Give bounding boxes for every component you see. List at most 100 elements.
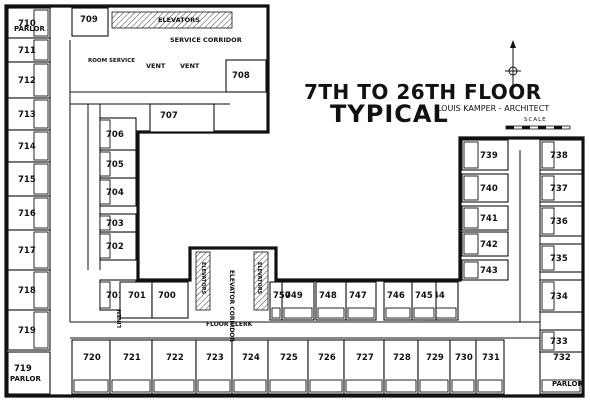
room-number: 738 (550, 151, 568, 161)
room-748: 748 (315, 281, 347, 321)
bathroom (419, 379, 449, 393)
bathroom (99, 233, 111, 259)
room-745: 745 (411, 281, 437, 321)
bathroom (463, 141, 479, 169)
rooms-layer: 7107117127137147157167177187197197017027… (7, 7, 583, 395)
room-704: 704 (99, 177, 137, 207)
bathroom (309, 379, 343, 393)
room-number: 745 (415, 291, 433, 301)
room-number: 749 (285, 291, 303, 301)
room-746: 746 (383, 281, 413, 321)
bathroom (541, 281, 555, 311)
room-outline (71, 7, 109, 37)
room-outline (151, 281, 189, 319)
corridor-east (519, 150, 541, 338)
elevators-label: ELEVATORS (256, 262, 262, 295)
parlor-label: PARLOR (14, 25, 45, 33)
room-number: 724 (242, 353, 260, 363)
bathroom (111, 379, 151, 393)
room-719: 719 (7, 309, 51, 351)
room-726: 726 (307, 339, 345, 395)
bathroom (153, 379, 195, 393)
building-outline (4, 4, 585, 398)
room-outline (149, 103, 215, 133)
room-number: 707 (160, 111, 178, 121)
bathroom (33, 131, 49, 161)
room-707: 707 (149, 103, 215, 133)
room-731: 731 (475, 339, 505, 395)
bathroom (541, 379, 581, 393)
bathroom (541, 331, 555, 351)
bathroom (197, 379, 231, 393)
room-734: 734 (539, 279, 583, 313)
bathroom (283, 307, 313, 319)
room-number: 734 (550, 292, 568, 302)
bathroom (33, 231, 49, 269)
room-716: 716 (7, 195, 51, 231)
room-717: 717 (7, 229, 51, 271)
room-702: 702 (99, 231, 137, 261)
elevator-corridor-label: ELEVATOR CORRIDOR (228, 270, 235, 342)
room-number: 704 (106, 188, 124, 198)
room-outline (225, 59, 267, 93)
linen-label: LINEN (117, 309, 123, 328)
room-number: 710 (18, 19, 36, 29)
bathroom (33, 99, 49, 129)
corridor-west (49, 40, 71, 322)
room-number: 719 (14, 364, 32, 374)
bathroom (385, 379, 417, 393)
bathroom (413, 307, 435, 319)
room-number: 737 (550, 184, 568, 194)
room-711: 711 (7, 37, 51, 63)
room-701: 701 (119, 281, 153, 319)
room-number: 733 (550, 337, 568, 347)
room-number: 740 (480, 184, 498, 194)
room-number: 700 (158, 291, 176, 301)
room-number: 741 (480, 214, 498, 224)
room-730: 730 (449, 339, 477, 395)
bathroom (33, 63, 49, 97)
bathroom (33, 9, 49, 37)
typical-title: TYPICAL (330, 100, 449, 128)
room-737: 737 (539, 173, 583, 203)
room-710: 710 (7, 7, 51, 39)
room-733: 733 (539, 329, 583, 353)
bathroom (385, 307, 411, 319)
bathroom (541, 141, 555, 169)
room-number: 703 (106, 219, 124, 229)
room-number: 725 (280, 353, 298, 363)
bathroom (347, 307, 375, 319)
room-727: 727 (343, 339, 385, 395)
bathroom (271, 307, 281, 319)
bathroom (99, 119, 111, 149)
room-number: 729 (426, 353, 444, 363)
room-number: 743 (480, 266, 498, 276)
room-number: 720 (83, 353, 101, 363)
room-number: 717 (18, 246, 36, 256)
room-738: 738 (539, 139, 583, 171)
bathroom (33, 271, 49, 309)
room-number: 747 (349, 291, 367, 301)
scale-bar (505, 125, 571, 130)
room-708: 708 (225, 59, 267, 93)
room-721: 721 (109, 339, 153, 395)
bathroom (99, 151, 111, 177)
parlor-label: PARLOR (552, 380, 583, 388)
room-number: 735 (550, 254, 568, 264)
room-741: 741 (461, 205, 509, 231)
corridor-inner-wing (87, 104, 101, 270)
room-749: 749 (281, 281, 315, 321)
room-number: 721 (123, 353, 141, 363)
bathroom (463, 233, 479, 255)
room-number: 730 (455, 353, 473, 363)
bathroom (33, 311, 49, 349)
room-number: 750 (273, 291, 291, 301)
room-705: 705 (99, 149, 137, 179)
bathroom (99, 281, 111, 309)
room-736: 736 (539, 205, 583, 237)
bathroom (33, 39, 49, 61)
room-number: 718 (18, 286, 36, 296)
bathroom (541, 175, 555, 201)
